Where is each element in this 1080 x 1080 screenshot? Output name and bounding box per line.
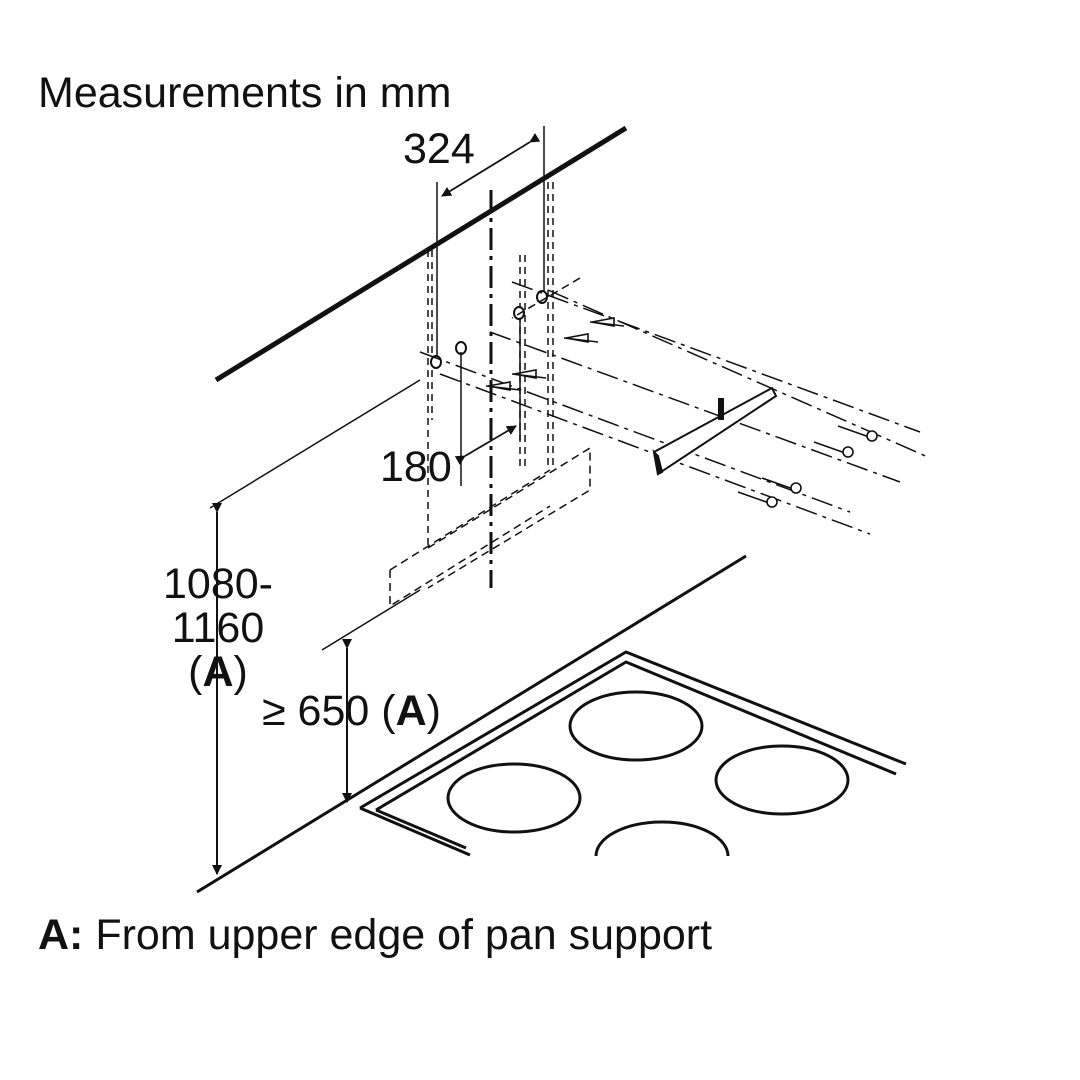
hood-outline (389, 446, 591, 608)
dim-324-arrow (441, 133, 541, 197)
mounting-bracket (652, 386, 778, 476)
dimension-180-label: 180 (380, 443, 452, 491)
guide-mid (321, 589, 421, 651)
footnote-key: A: (38, 911, 84, 959)
height-range-label: 1080- 1160 (A) (158, 562, 278, 694)
ref-letter: A (202, 648, 234, 696)
min-letter: A (395, 687, 427, 735)
projection-lines (427, 182, 554, 548)
min-suffix: ) (426, 687, 441, 735)
worktop-edge (196, 554, 747, 894)
hob (359, 650, 907, 857)
min-height-label: ≥ 650 (A) (262, 690, 441, 733)
dimension-324-label: 324 (403, 125, 475, 173)
ref-open: ( (188, 648, 203, 696)
wall-plugs (485, 317, 625, 391)
height-range-top: 1080- (163, 560, 273, 608)
guide-top (209, 379, 421, 509)
footnote-text: From upper edge of pan support (83, 911, 713, 959)
units-caption: Measurements in mm (38, 69, 452, 117)
ceiling-line (214, 125, 628, 383)
min-prefix: ≥ 650 ( (262, 687, 396, 735)
dim-180-arrow (454, 425, 517, 465)
height-range-ref: (A) (158, 650, 278, 694)
ref-close: ) (233, 648, 248, 696)
footnote: A: From upper edge of pan support (38, 914, 712, 957)
wall-holes (430, 290, 548, 369)
height-range-bottom: 1160 (171, 604, 265, 652)
bracket-rails (419, 277, 931, 535)
screws (737, 425, 878, 508)
